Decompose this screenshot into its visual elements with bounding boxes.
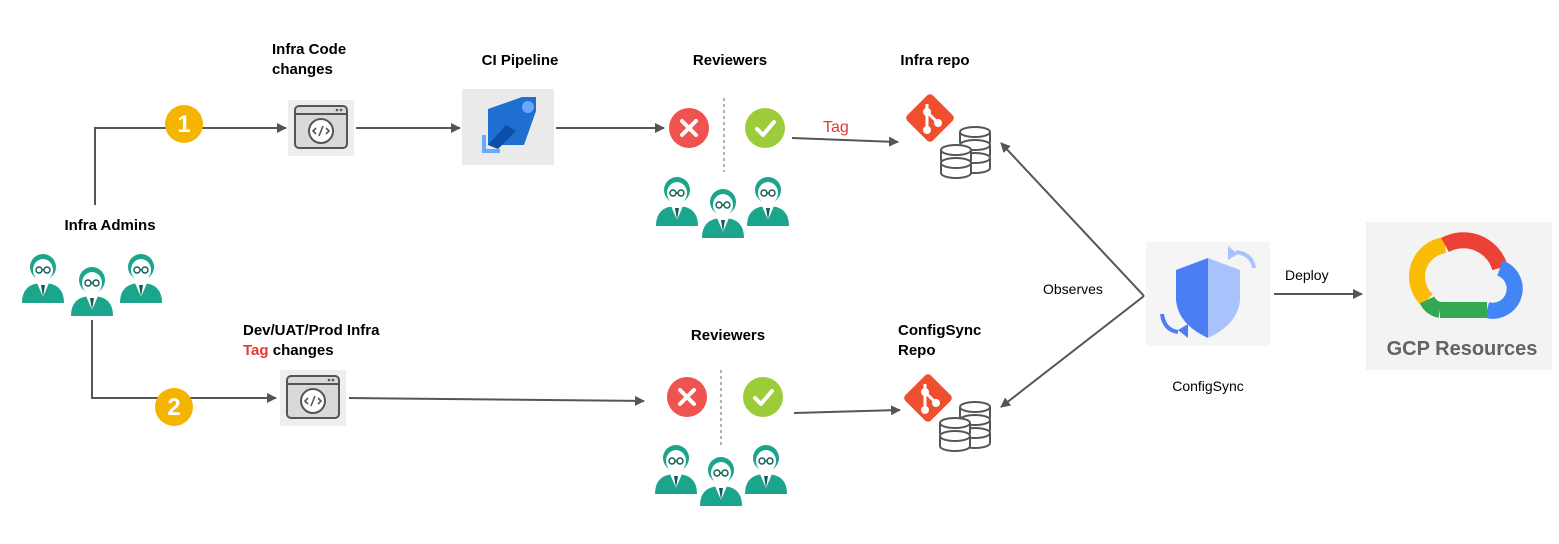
person-icon <box>744 444 788 495</box>
code-window-icon <box>279 369 347 427</box>
person-icon <box>21 253 65 304</box>
person-icon <box>699 456 743 507</box>
configsync-shield-icon <box>1146 242 1270 346</box>
observes-edge-label: Observes <box>1043 281 1103 297</box>
tag-changes-prefix: Dev/UAT/Prod Infra <box>243 322 380 339</box>
infra-repo-icon <box>903 91 991 179</box>
tag-changes-suffix: changes <box>272 342 334 359</box>
person-icon <box>654 444 698 495</box>
person-icon <box>701 188 745 239</box>
git-icon <box>903 91 957 145</box>
reviewers-bottom-label: Reviewers <box>690 327 766 344</box>
reject-icon <box>665 375 709 419</box>
infra-repo-label: Infra repo <box>900 52 970 69</box>
step-badge-2: 2 <box>155 388 193 426</box>
edge-observes-infra-repo <box>1000 142 1145 297</box>
edge-observes-configsync-repo <box>1000 295 1145 408</box>
tag-edge-label: Tag <box>823 119 849 136</box>
step-number: 1 <box>177 111 190 138</box>
database-icon <box>939 401 991 452</box>
infra-admins-label: Infra Admins <box>64 217 156 234</box>
configsync-repo-label: ConfigSync Repo <box>898 322 982 359</box>
person-icon <box>119 253 163 304</box>
configsync-repo-icon <box>901 371 991 452</box>
person-icon <box>655 176 699 227</box>
azure-pipelines-icon <box>462 89 554 165</box>
deploy-edge-label: Deploy <box>1285 267 1329 283</box>
ci-pipeline-label: CI Pipeline <box>481 52 559 69</box>
code-window-icon <box>287 99 355 157</box>
edge-reviewers-to-configsync-repo <box>793 405 901 416</box>
infra-admins-group <box>21 253 163 317</box>
git-icon <box>901 371 955 425</box>
infra-code-changes-label: Infra Code changes <box>272 41 347 78</box>
step-number: 2 <box>167 394 180 421</box>
connectors <box>91 123 1363 416</box>
step-badge-1: 1 <box>165 105 203 143</box>
person-icon <box>746 176 790 227</box>
reviewers-bottom-group <box>654 370 788 507</box>
edge-reviewers-to-infra-repo <box>791 136 899 147</box>
reject-icon <box>667 106 711 150</box>
edge-tag-changes-to-reviewers <box>348 395 645 406</box>
tag-changes-label: Dev/UAT/Prod Infra Tag changes <box>243 321 403 361</box>
database-icon <box>940 126 991 179</box>
reviewers-top-group <box>655 98 790 239</box>
tag-changes-highlight: Tag <box>243 342 269 359</box>
reviewers-top-label: Reviewers <box>692 52 768 69</box>
configsync-label: ConfigSync <box>1172 378 1244 394</box>
edge-admins-to-tag-changes <box>91 320 277 403</box>
gcp-cloud-icon <box>1366 222 1552 370</box>
approve-icon <box>741 375 785 419</box>
edge-admins-to-code <box>94 123 287 205</box>
person-icon <box>70 266 114 317</box>
gcp-resources-label: GCP Resources <box>1387 338 1538 360</box>
approve-icon <box>743 106 787 150</box>
